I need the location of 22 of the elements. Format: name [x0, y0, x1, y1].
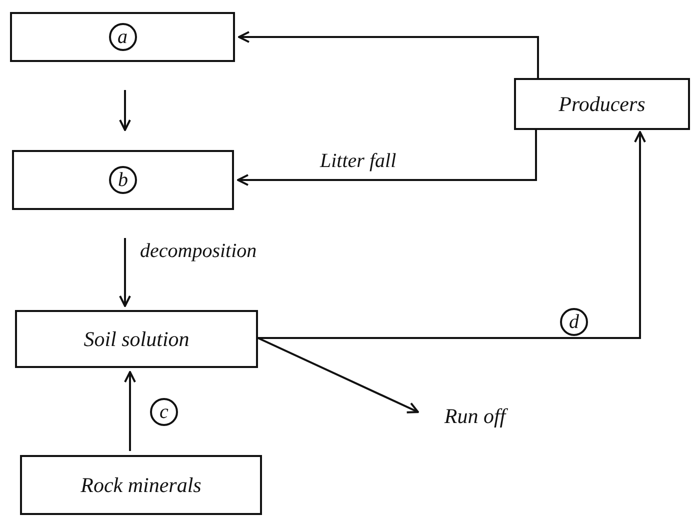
- process-box: [10, 12, 235, 62]
- edge-label: Litter fall: [320, 150, 396, 173]
- circled-letter: d: [560, 308, 588, 336]
- edge-label: decomposition: [140, 240, 257, 263]
- node-label: Soil solution: [84, 326, 190, 352]
- circled-letter: a: [108, 23, 136, 51]
- circled-letter: c: [150, 398, 178, 426]
- arrow: [238, 31, 539, 78]
- arrow: [119, 90, 131, 131]
- process-box: [514, 78, 690, 130]
- arrow: [124, 371, 136, 451]
- arrow: [119, 238, 131, 307]
- arrow: [258, 337, 419, 414]
- arrow: [258, 131, 646, 339]
- process-box: [20, 455, 262, 515]
- node-label: Rock minerals: [80, 472, 202, 498]
- node-label: Run off: [444, 404, 506, 428]
- process-box: [15, 310, 258, 368]
- process-box: [12, 150, 234, 210]
- circled-letter: b: [109, 166, 137, 194]
- node-label: Producers: [558, 92, 646, 116]
- arrow: [237, 130, 537, 186]
